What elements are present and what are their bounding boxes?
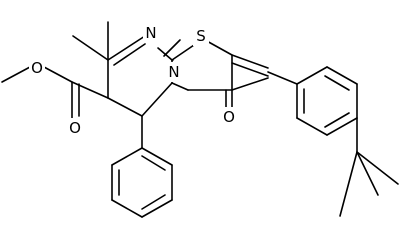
atom-label: O <box>223 108 235 126</box>
atom-label: N <box>145 24 156 42</box>
bond <box>296 66 328 85</box>
atom-label: O <box>31 59 43 77</box>
bond <box>171 42 198 61</box>
bond <box>324 75 350 91</box>
atom-o-ketone: O <box>221 107 237 127</box>
bond <box>171 82 189 91</box>
bond <box>324 112 350 128</box>
bond <box>141 82 173 117</box>
bond <box>163 39 181 57</box>
chemical-structure-diagram: N S N O O O <box>1 21 399 218</box>
bond <box>113 43 146 66</box>
bond <box>72 35 109 61</box>
bond <box>339 151 358 217</box>
bond <box>296 117 328 136</box>
bond-lines <box>1 21 399 218</box>
bond <box>111 199 143 218</box>
atom-n-bridge: N <box>166 62 182 82</box>
bond <box>231 77 269 91</box>
bond <box>231 54 269 69</box>
bond <box>111 147 143 166</box>
atom-label: S <box>196 27 206 45</box>
bond <box>204 39 233 56</box>
bond <box>107 35 146 61</box>
bond <box>107 97 143 117</box>
bond <box>71 81 109 99</box>
atom-label: N <box>168 63 179 81</box>
bond <box>267 71 298 85</box>
bond <box>1 66 31 83</box>
bond <box>356 151 399 185</box>
bond <box>141 155 166 171</box>
atom-labels: N S N O O O <box>29 23 237 138</box>
atom-o-ester-ether: O <box>29 58 45 78</box>
atom-n-top: N <box>143 23 159 43</box>
atom-label: O <box>69 119 81 137</box>
atom-o-ester-carbonyl: O <box>67 118 83 138</box>
bond <box>141 199 173 218</box>
bond <box>326 66 358 85</box>
bond <box>231 62 269 77</box>
bond <box>141 194 166 210</box>
bond <box>141 147 173 166</box>
bond <box>326 117 358 136</box>
bond <box>356 151 379 196</box>
bond <box>43 66 73 83</box>
atom-s: S <box>193 26 209 46</box>
